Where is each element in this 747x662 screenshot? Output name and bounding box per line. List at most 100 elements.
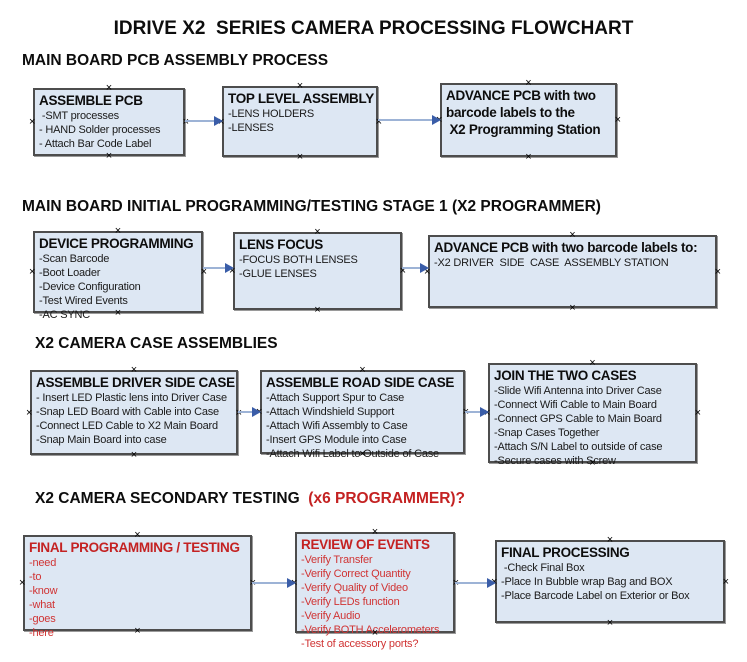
flow-box-d2: REVIEW OF EVENTS-Verify Transfer-Verify … [291, 527, 459, 651]
box-item: -LENSES [228, 122, 274, 134]
flow-arrow [455, 578, 496, 588]
section-heading-secondary-testing: X2 CAMERA SECONDARY TESTING (x6 PROGRAMM… [35, 490, 465, 508]
connection-handle-icon: × [371, 526, 379, 538]
section-heading-text: MAIN BOARD PCB ASSEMBLY PROCESS [22, 52, 329, 69]
section-heading-suffix: (x6 PROGRAMMER)? [308, 490, 466, 507]
connection-handle-icon: × [714, 265, 721, 278]
box-item: -Attach Wifi Label to Outside of Case [266, 448, 439, 460]
box-item: -Verify Correct Quantity [301, 568, 411, 580]
box-item: -Attach Wifi Assembly to Case [266, 420, 408, 432]
connection-handle-icon: × [134, 625, 141, 637]
box-item: -Attach Windshield Support [266, 406, 395, 418]
arrow-line [203, 267, 228, 269]
connection-handle-icon: × [525, 77, 532, 89]
flow-box-a2: TOP LEVEL ASSEMBLY-LENS HOLDERS-LENSES××… [218, 81, 382, 163]
box-title: FINAL PROCESSING [501, 545, 630, 560]
box-title: LENS FOCUS [239, 237, 324, 252]
box-item: -Check Final Box [501, 562, 585, 574]
box-item: -Test of accessory ports? [301, 638, 419, 650]
box-title: ADVANCE PCB with two barcode labels to t… [446, 88, 601, 137]
connection-handle-icon: × [182, 116, 189, 128]
connection-handle-icon: × [314, 226, 321, 238]
flow-arrow [203, 263, 234, 273]
box-title: ASSEMBLE PCB [39, 93, 143, 108]
box-item: -AC SYNC [39, 309, 90, 321]
connection-handle-icon: × [314, 304, 321, 316]
box-item: -FOCUS BOTH LENSES [239, 254, 358, 266]
flow-box-d3: FINAL PROCESSING -Check Final Box -Place … [491, 535, 729, 629]
connection-handle-icon: × [114, 225, 122, 237]
connection-handle-icon: × [399, 265, 406, 277]
box-item: -Insert GPS Module into Case [266, 434, 407, 446]
arrow-head-icon [214, 116, 223, 126]
connection-handle-icon: × [525, 151, 532, 163]
box-item: -Snap Main Board into case [36, 434, 167, 446]
connection-handle-icon: × [371, 627, 379, 639]
box-title: DEVICE PROGRAMMING [39, 236, 194, 251]
box-item: -know [29, 585, 58, 597]
flow-box-a3: ADVANCE PCB with two barcode labels to t… [436, 78, 621, 163]
box-item: - HAND Solder processes [39, 124, 161, 136]
connection-handle-icon: × [19, 577, 26, 589]
flow-box-a1: ASSEMBLE PCB -SMT processes- HAND Solder… [29, 83, 189, 162]
connection-handle-icon: × [606, 617, 614, 629]
arrow-head-icon [252, 407, 261, 417]
box-item: -X2 DRIVER SIDE CASE ASSEMBLY STATION [434, 257, 669, 269]
box-item: - Insert LED Plastic lens into Driver Ca… [36, 392, 227, 404]
box-item: -Place In Bubble wrap Bag and BOX [501, 576, 673, 588]
box-item: -Boot Loader [39, 267, 101, 279]
connection-handle-icon: × [134, 529, 141, 541]
connection-handle-icon: × [606, 534, 614, 546]
box-item: -Snap LED Board with Cable into Case [36, 406, 219, 418]
box-item: -Snap Cases Together [494, 427, 600, 439]
connection-handle-icon: × [296, 151, 304, 163]
arrow-line [465, 411, 483, 413]
box-item: -Scan Barcode [39, 253, 110, 265]
connection-handle-icon: × [569, 302, 576, 314]
box-item: -Connect LED Cable to X2 Main Board [36, 420, 218, 432]
box-title: TOP LEVEL ASSEMBLY [228, 91, 374, 106]
box-title: FINAL PROGRAMMING / TESTING [29, 540, 240, 555]
box-item: -Verify BOTH Accelerometers [301, 624, 440, 636]
box-item: -need [29, 557, 57, 569]
arrow-line [455, 582, 490, 584]
box-title: ASSEMBLE ROAD SIDE CASE [266, 375, 455, 390]
arrow-head-icon [487, 578, 496, 588]
flow-arrow [465, 407, 489, 417]
box-item: -to [29, 571, 42, 583]
connection-handle-icon: × [694, 407, 701, 419]
box-item: -here [29, 627, 54, 639]
arrow-head-icon [287, 578, 296, 588]
arrow-line [252, 582, 290, 584]
box-item: -Place Barcode Label on Exterior or Box [501, 590, 690, 602]
box-title: ADVANCE PCB with two barcode labels to: [434, 240, 698, 255]
connection-handle-icon: × [130, 449, 138, 461]
connection-handle-icon: × [130, 364, 138, 376]
connection-handle-icon: × [569, 229, 576, 241]
arrow-line [378, 119, 435, 121]
box-item: -Verify Quality of Video [301, 582, 408, 594]
connection-handle-icon: × [296, 80, 304, 92]
connection-handle-icon: × [105, 82, 113, 94]
box-item: -what [29, 599, 55, 611]
section-heading-initial-programming: MAIN BOARD INITIAL PROGRAMMING/TESTING S… [22, 198, 601, 216]
section-heading-case-assemblies: X2 CAMERA CASE ASSEMBLIES [35, 335, 278, 353]
box-title: ASSEMBLE DRIVER SIDE CASE [36, 375, 235, 390]
flow-arrow [378, 115, 441, 125]
arrow-head-icon [420, 263, 429, 273]
flow-box-c3: JOIN THE TWO CASES-Slide Wifi Antenna in… [484, 358, 701, 469]
box-item: -Secure cases with Screw [494, 455, 616, 467]
box-item: -Verify Audio [301, 610, 361, 622]
box-item: -Attach S/N Label to outside of case [494, 441, 663, 453]
flowchart-title: IDRIVE X2 SERIES CAMERA PROCESSING FLOWC… [113, 18, 634, 39]
flow-box-b1: DEVICE PROGRAMMING -Scan Barcode -Boot Loa… [29, 226, 207, 322]
box-item: -Device Configuration [39, 281, 141, 293]
box-item: -Test Wired Events [39, 295, 128, 307]
flow-box-d1: FINAL PROGRAMMING / TESTING -need -to -know… [19, 530, 256, 640]
arrow-head-icon [225, 263, 234, 273]
connection-handle-icon: × [26, 406, 33, 419]
connection-handle-icon: × [200, 266, 207, 278]
section-heading-text: X2 CAMERA CASE ASSEMBLIES [35, 335, 278, 352]
section-heading-text: MAIN BOARD INITIAL PROGRAMMING/TESTING S… [22, 198, 601, 215]
